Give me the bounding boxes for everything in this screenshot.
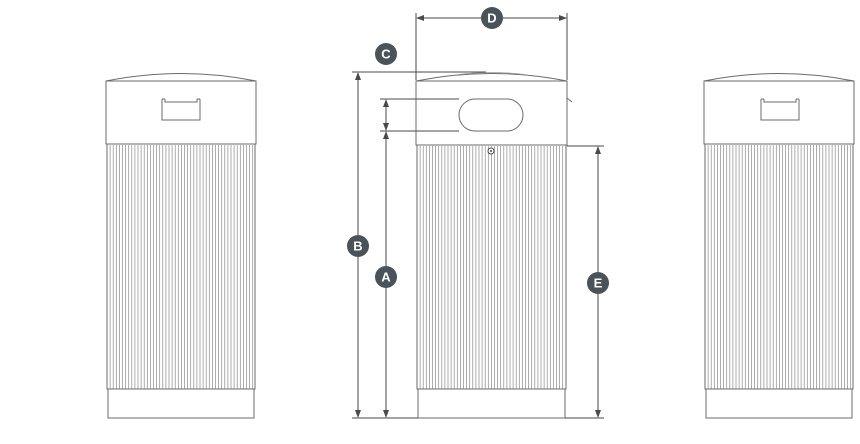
dim-label-a: A xyxy=(381,270,391,285)
left-view xyxy=(105,73,257,419)
left-lid-dome xyxy=(105,73,257,82)
front-base xyxy=(417,388,566,419)
front-lid-dome xyxy=(415,73,568,82)
front-lid-tab xyxy=(566,97,573,103)
left-base xyxy=(107,388,255,419)
front-lid-opening xyxy=(458,98,524,132)
front-bolt-center xyxy=(490,150,492,152)
front-lid-dome-inner xyxy=(454,72,529,76)
dim-badge-c: C xyxy=(375,43,397,65)
right-lid-dome xyxy=(703,73,855,82)
right-body xyxy=(704,143,854,390)
dim-label-b: B xyxy=(353,239,362,254)
left-body xyxy=(106,143,256,390)
dim-label-e: E xyxy=(594,276,603,291)
front-body-ribs xyxy=(419,146,564,389)
dim-badge-a: A xyxy=(375,266,397,288)
dim-label-c: C xyxy=(381,47,391,62)
left-body-ribs xyxy=(109,145,254,389)
right-body-ribs xyxy=(707,145,852,389)
dim-label-d: D xyxy=(487,11,496,26)
dim-badge-e: E xyxy=(587,272,609,294)
right-base xyxy=(705,388,853,419)
left-lid xyxy=(105,80,257,145)
right-lid xyxy=(703,80,855,145)
right-view xyxy=(703,73,855,419)
dim-badge-d: D xyxy=(481,7,503,29)
front-view xyxy=(415,72,573,419)
dim-badge-b: B xyxy=(347,235,369,257)
left-lid-handle xyxy=(161,98,201,121)
right-lid-handle xyxy=(760,98,800,121)
